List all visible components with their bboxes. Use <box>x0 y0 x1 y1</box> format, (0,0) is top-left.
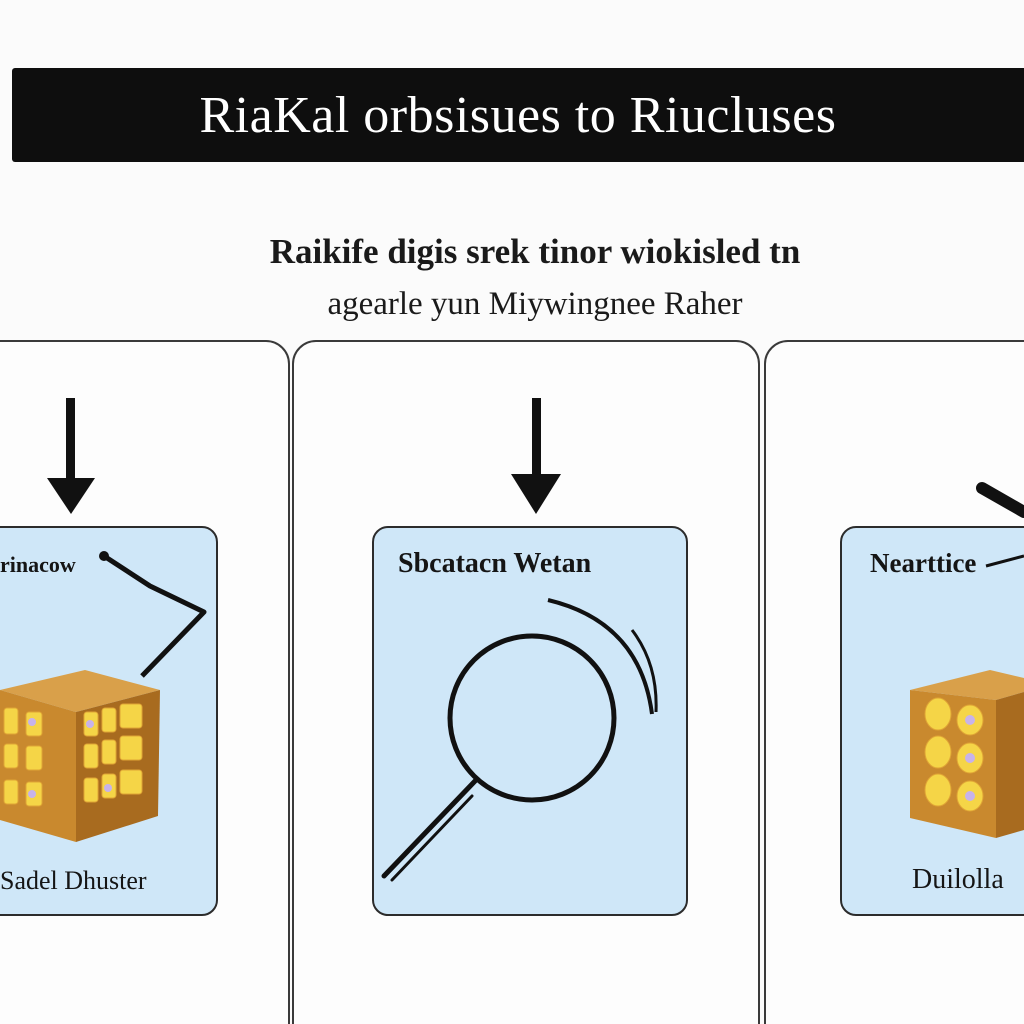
step-panel-2 <box>372 526 688 916</box>
panel-1-top-label: rinacow <box>0 552 76 577</box>
subtitle-line-1: Raikife digis srek tinor wiokisled tn <box>269 232 801 271</box>
step-panel-3 <box>840 526 1024 916</box>
panel-1-bottom-label: Sadel Dhuster <box>0 866 147 895</box>
title-bar: RiaKal orbsisues to Riucluses <box>12 68 1024 162</box>
panel-2-top-label: Sbcatacn Wetan <box>398 548 592 579</box>
subtitle: Raikife digis srek tinor wiokisled tn ag… <box>170 226 900 330</box>
page-title: RiaKal orbsisues to Riucluses <box>199 86 837 144</box>
panel-3-bottom-label: Duilolla <box>912 864 1004 895</box>
step-panel-1 <box>0 526 218 916</box>
subtitle-line-2: agearle yun Miywingnee Raher <box>327 286 743 322</box>
panel-3-top-label: Nearttice <box>870 548 977 578</box>
